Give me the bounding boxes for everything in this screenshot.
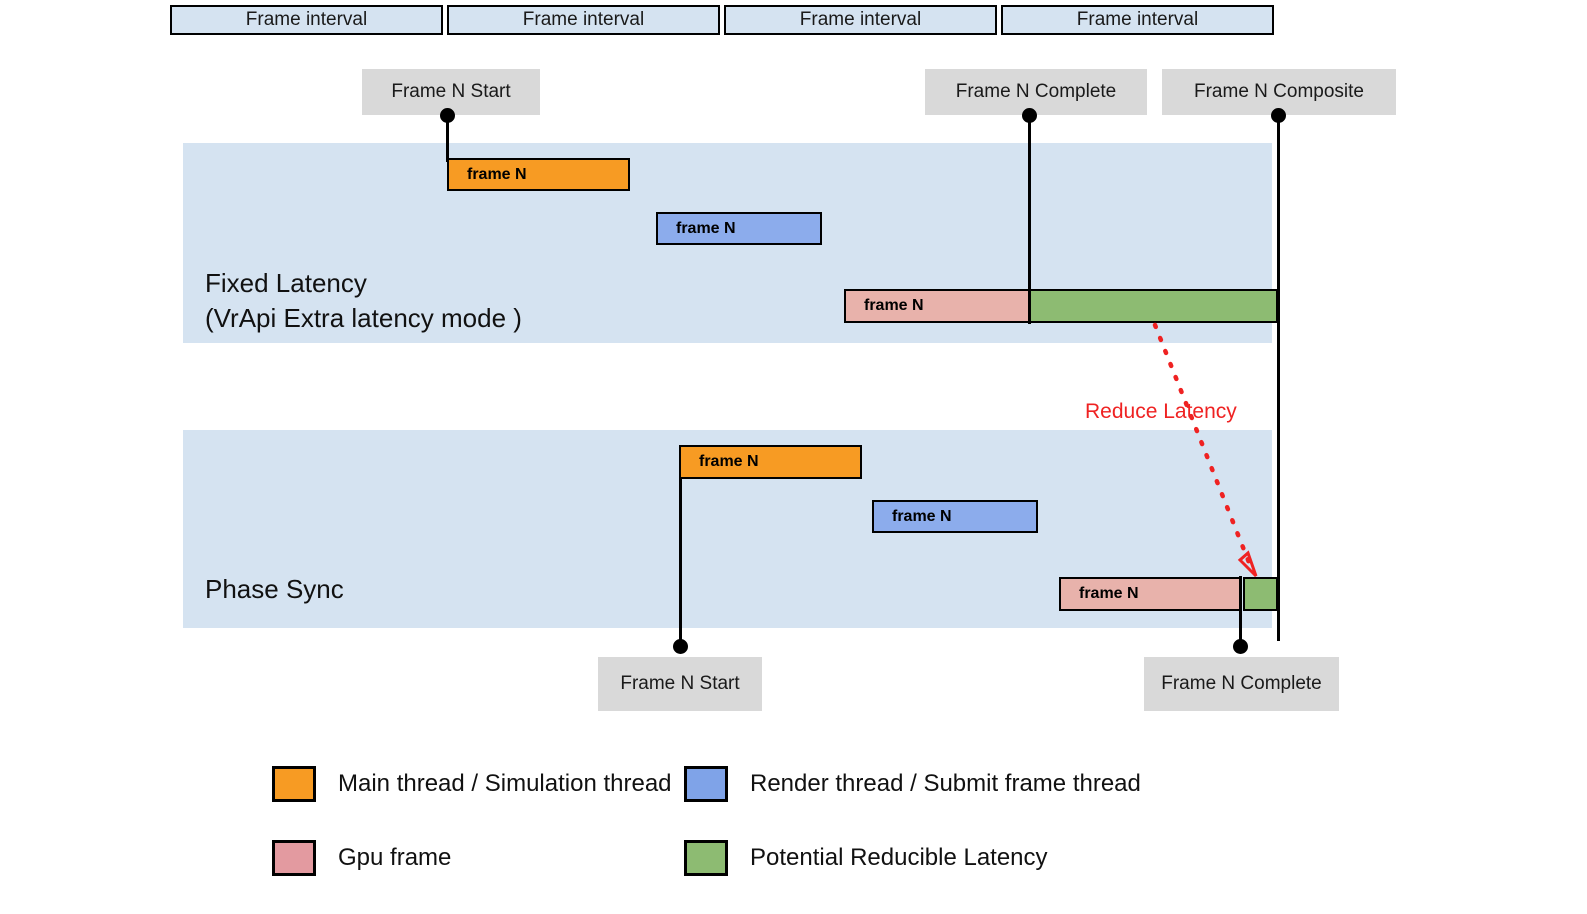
event-label-frame-n-complete-top: Frame N Complete bbox=[925, 69, 1147, 115]
legend-swatch-blue-icon bbox=[684, 766, 728, 802]
bar-label: frame N bbox=[676, 219, 736, 237]
legend-swatch-green-icon bbox=[684, 840, 728, 876]
legend-swatch-pink-icon bbox=[272, 840, 316, 876]
frame-interval-box-2: Frame interval bbox=[447, 5, 720, 35]
event-label-frame-n-start-top: Frame N Start bbox=[362, 69, 540, 115]
connector-line-frame-n-composite bbox=[1277, 114, 1280, 641]
legend-label: Render thread / Submit frame thread bbox=[750, 770, 1141, 797]
connector-line-frame-n-start-top bbox=[446, 114, 449, 162]
bar-label: frame N bbox=[1079, 585, 1139, 602]
event-dot-frame-n-complete-top bbox=[1022, 108, 1037, 123]
legend-row-1: Main thread / Simulation thread Render t… bbox=[272, 766, 1172, 802]
bar-reducible-latency-fixed[interactable] bbox=[1029, 289, 1278, 323]
bar-render-thread-fixed[interactable]: frame N bbox=[656, 212, 822, 245]
event-label-frame-n-composite-top: Frame N Composite bbox=[1162, 69, 1396, 115]
connector-line-frame-n-complete-bottom bbox=[1239, 576, 1242, 650]
connector-line-frame-n-complete-top bbox=[1028, 114, 1031, 324]
legend-item-gpu-frame: Gpu frame bbox=[272, 840, 684, 876]
frame-interval-label: Frame interval bbox=[522, 9, 645, 30]
bar-label: frame N bbox=[892, 507, 952, 525]
bar-main-thread-fixed[interactable]: frame N bbox=[447, 158, 630, 191]
frame-interval-label: Frame interval bbox=[245, 9, 368, 30]
legend-label: Main thread / Simulation thread bbox=[338, 770, 672, 797]
event-label-text: Frame N Complete bbox=[1161, 673, 1322, 694]
legend-item-reducible-latency: Potential Reducible Latency bbox=[684, 840, 1048, 876]
legend-row-2: Gpu frame Potential Reducible Latency bbox=[272, 840, 1172, 876]
bar-main-thread-phase[interactable]: frame N bbox=[679, 445, 862, 479]
frame-interval-label: Frame interval bbox=[1076, 9, 1199, 30]
event-dot-frame-n-composite bbox=[1271, 108, 1286, 123]
bar-gpu-frame-phase[interactable]: frame N bbox=[1059, 577, 1241, 611]
bar-render-thread-phase[interactable]: frame N bbox=[872, 500, 1038, 533]
diagram-canvas: Frame interval Frame interval Frame inte… bbox=[170, 5, 1396, 876]
event-dot-frame-n-complete-bottom bbox=[1233, 639, 1248, 654]
legend-item-render-thread: Render thread / Submit frame thread bbox=[684, 766, 1141, 802]
event-label-text: Frame N Start bbox=[391, 81, 511, 102]
bar-label: frame N bbox=[467, 165, 527, 183]
bar-label: frame N bbox=[699, 453, 759, 470]
legend-label: Gpu frame bbox=[338, 844, 452, 871]
frame-interval-label: Frame interval bbox=[799, 9, 922, 30]
event-label-text: Frame N Composite bbox=[1194, 81, 1364, 102]
frame-interval-box-4: Frame interval bbox=[1001, 5, 1274, 35]
bar-gpu-frame-fixed[interactable]: frame N bbox=[844, 289, 1030, 323]
event-dot-frame-n-start-bottom bbox=[673, 639, 688, 654]
reduce-latency-label: Reduce Latency bbox=[1085, 400, 1237, 423]
legend-label: Potential Reducible Latency bbox=[750, 844, 1048, 871]
event-label-frame-n-start-bottom: Frame N Start bbox=[598, 657, 762, 711]
legend: Main thread / Simulation thread Render t… bbox=[272, 766, 1172, 914]
frame-interval-box-1: Frame interval bbox=[170, 5, 443, 35]
bar-reducible-latency-phase[interactable] bbox=[1243, 577, 1278, 611]
legend-item-main-thread: Main thread / Simulation thread bbox=[272, 766, 684, 802]
event-label-text: Frame N Start bbox=[620, 673, 740, 694]
band-title-fixed-latency: Fixed Latency (VrApi Extra latency mode … bbox=[205, 268, 522, 334]
connector-line-frame-n-start-bottom bbox=[679, 448, 682, 650]
event-label-frame-n-complete-bottom: Frame N Complete bbox=[1144, 657, 1339, 711]
bar-label: frame N bbox=[864, 297, 924, 314]
frame-interval-strip: Frame interval Frame interval Frame inte… bbox=[170, 5, 1274, 35]
band-title-phase-sync: Phase Sync bbox=[205, 574, 344, 604]
event-dot-frame-n-start-top bbox=[440, 108, 455, 123]
legend-swatch-orange-icon bbox=[272, 766, 316, 802]
frame-interval-box-3: Frame interval bbox=[724, 5, 997, 35]
event-label-text: Frame N Complete bbox=[955, 81, 1117, 102]
